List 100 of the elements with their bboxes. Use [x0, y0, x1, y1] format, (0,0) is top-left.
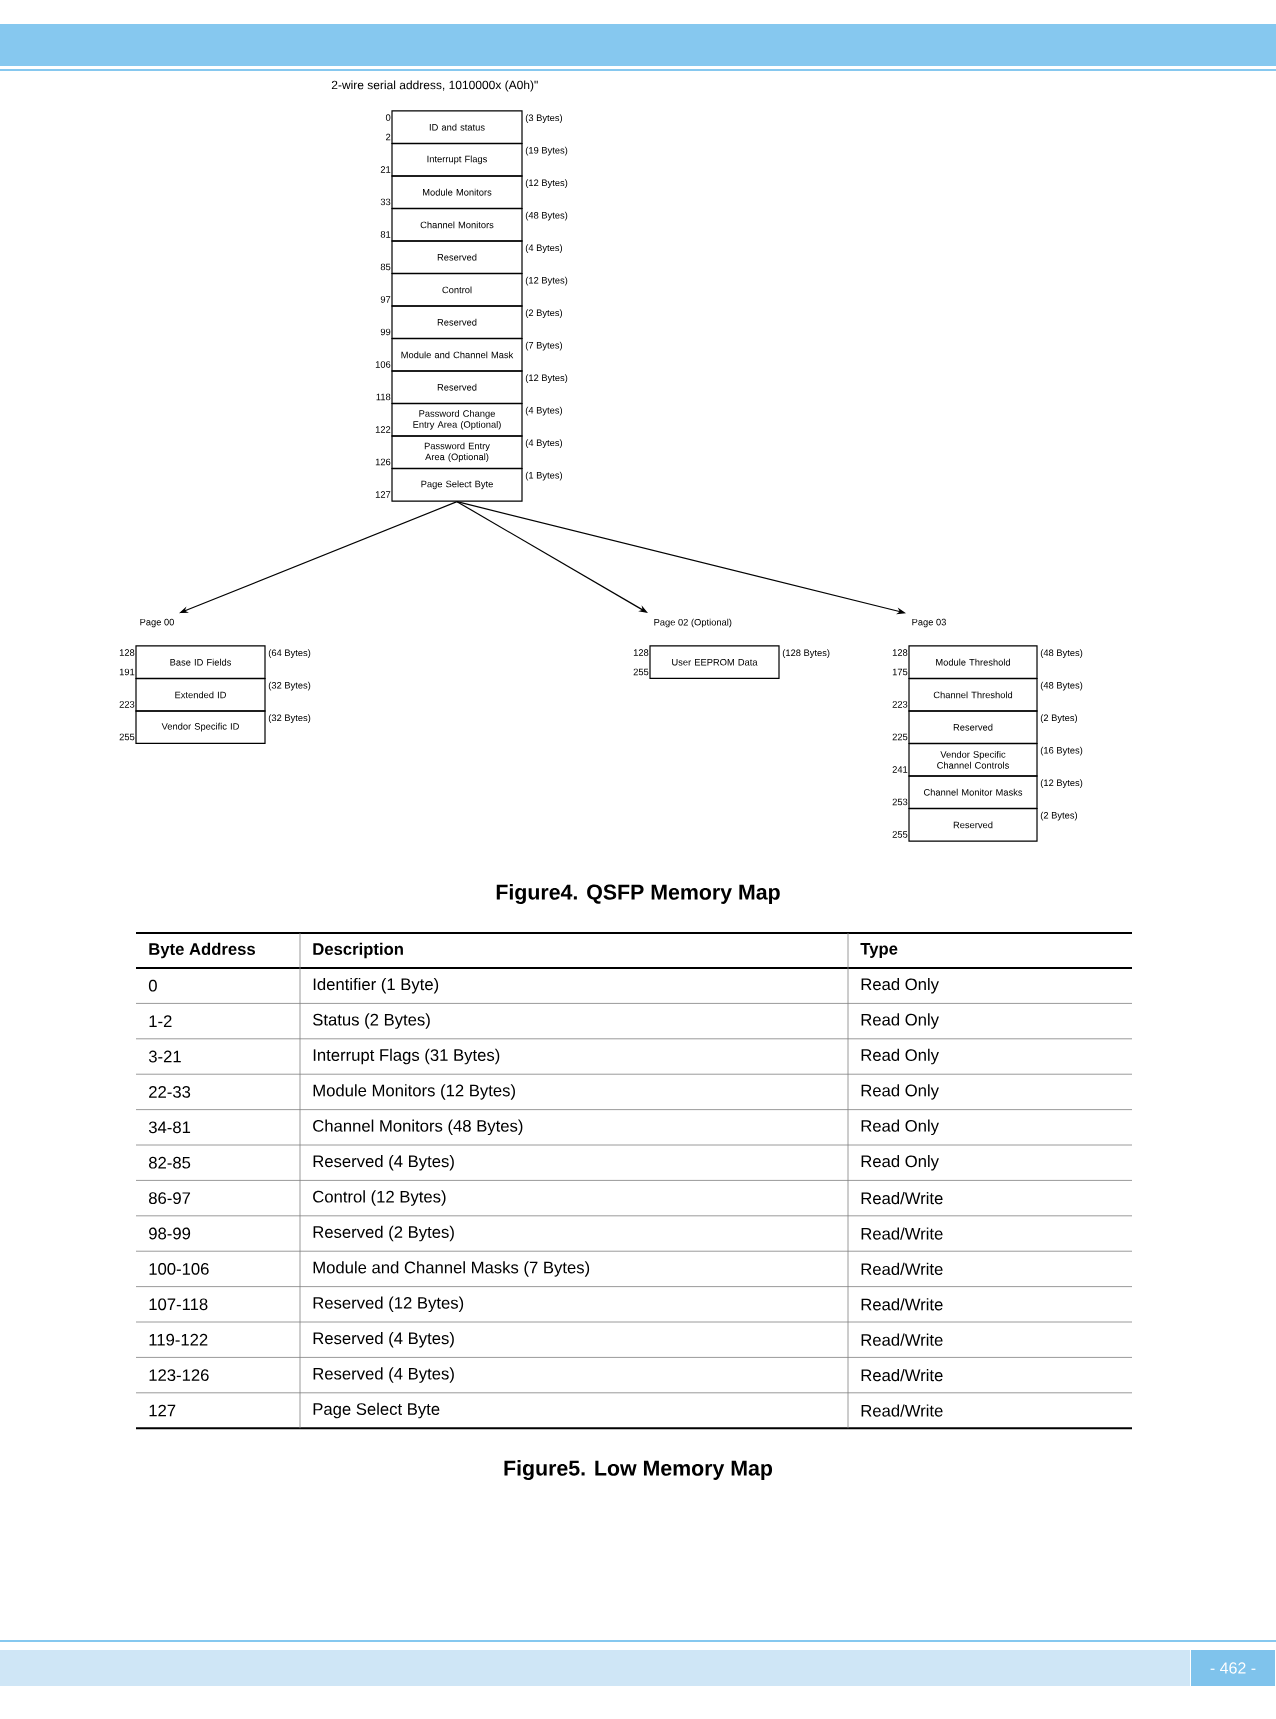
memory-cell: Reserved [391, 305, 523, 340]
table-cell-text: Read/Write [861, 1298, 943, 1311]
table-cell-text: Read/Write [861, 1369, 943, 1382]
byte-count: (48 Bytes) [525, 211, 568, 221]
address-number: 175 [892, 668, 908, 676]
byte-count: (32 Bytes) [268, 681, 311, 691]
byte-count: (12 Bytes) [525, 276, 568, 286]
address-number: 127 [375, 491, 391, 498]
table-cell-text: Reserved (12 Bytes) [313, 1296, 464, 1313]
table-cell-text: Channel Monitors (48 Bytes) [313, 1119, 523, 1136]
byte-count: (19 Bytes) [525, 146, 568, 156]
address-number: 255 [119, 733, 135, 741]
address-number: 126 [375, 458, 391, 466]
table-cell-text: Read/Write [861, 1404, 943, 1417]
byte-count: (48 Bytes) [1040, 649, 1083, 658]
table-cell-text: Read/Write [861, 1192, 943, 1205]
page-label: Page 03 [912, 618, 946, 628]
table-cell-text: Read Only [861, 1154, 939, 1171]
memory-cell: Password Entry Area (Optional) [391, 435, 523, 470]
address-number: 241 [892, 766, 908, 773]
memory-cell: Reserved [908, 710, 1038, 745]
address-number: 2 [386, 133, 391, 141]
memory-cell: Interrupt Flags [391, 142, 523, 177]
byte-count: (2 Bytes) [1040, 714, 1078, 723]
table-cell-text: Read Only [861, 977, 939, 994]
byte-count: (12 Bytes) [1040, 779, 1083, 788]
memory-cell: ID and status [391, 110, 523, 145]
diagram-title: 2-wire serial address, 1010000x (A0h)" [331, 80, 538, 92]
table-cell-text: Interrupt Flags (31 Bytes) [313, 1048, 500, 1065]
table-cell-text: 3-21 [148, 1050, 181, 1063]
address-number: 128 [892, 649, 908, 656]
memory-cell: Base ID Fields [135, 645, 266, 680]
table-header: Type [860, 943, 898, 958]
byte-count: (2 Bytes) [525, 309, 562, 318]
address-number: 255 [892, 831, 908, 838]
page-label: Page 02 (Optional) [654, 618, 732, 628]
address-number: 225 [892, 733, 908, 741]
address-number: 0 [385, 114, 391, 121]
table-cell-text: Control (12 Bytes) [313, 1190, 446, 1206]
table-cell-text: Read/Write [861, 1227, 943, 1240]
byte-count: (2 Bytes) [1040, 811, 1078, 821]
table-cell-text: 1-2 [149, 1015, 172, 1027]
address-number: 255 [633, 668, 649, 676]
table-cell-text: Read/Write [861, 1262, 943, 1276]
table-cell-text: 100-106 [149, 1263, 209, 1275]
table-cell-text: Read/Write [861, 1333, 943, 1346]
table-cell-text: 82-85 [149, 1156, 191, 1169]
address-number: 33 [380, 198, 391, 206]
address-number: 223 [892, 701, 908, 708]
address-number: 106 [375, 361, 391, 368]
memory-cell: Channel Monitor Masks [908, 775, 1038, 810]
table-cell-text: Read Only [861, 1084, 939, 1100]
byte-count: (128 Bytes) [782, 649, 830, 658]
table-cell-text: Page Select Byte [313, 1402, 440, 1419]
memory-cell: Channel Threshold [908, 677, 1038, 712]
table-cell-text: Read Only [861, 1048, 939, 1065]
memory-cell: Reserved [391, 370, 523, 405]
address-number: 81 [380, 231, 391, 238]
table-cell-text: 34-81 [148, 1121, 191, 1134]
byte-count: (48 Bytes) [1040, 681, 1083, 691]
byte-count: (4 Bytes) [525, 439, 562, 448]
table-cell-text: Module Monitors (12 Bytes) [313, 1084, 515, 1100]
page-label: Page 00 [140, 618, 174, 628]
table-cell-text: 107-118 [149, 1298, 208, 1311]
address-number: 128 [633, 649, 649, 656]
table-cell-text: Read Only [861, 1013, 939, 1029]
figure-caption: Figure5. Low Memory Map [504, 1460, 773, 1480]
memory-cell: Vendor Specific Channel Controls [908, 742, 1038, 777]
table-cell-text: Module and Channel Masks (7 Bytes) [313, 1261, 590, 1277]
byte-count: (12 Bytes) [525, 374, 568, 383]
byte-count: (32 Bytes) [268, 714, 311, 723]
byte-count: (1 Bytes) [525, 471, 562, 481]
table-header: Byte Address [149, 942, 255, 959]
page-number: - 462 - [1191, 1650, 1275, 1686]
byte-count: (4 Bytes) [525, 244, 562, 253]
memory-cell: Reserved [908, 807, 1038, 842]
address-number: 223 [119, 701, 135, 708]
address-number: 122 [375, 426, 391, 433]
memory-cell: Control [391, 272, 523, 307]
byte-count: (7 Bytes) [525, 341, 562, 351]
table-cell-text: 119-122 [149, 1333, 208, 1346]
memory-cell: Module Monitors [391, 175, 523, 210]
address-number: 85 [380, 263, 391, 271]
address-number: 253 [892, 798, 908, 806]
memory-cell: Page Select Byte [391, 467, 523, 502]
address-number: 99 [380, 328, 391, 336]
table-cell-text: 98-99 [149, 1227, 191, 1240]
table-cell-text: Reserved (2 Bytes) [313, 1225, 454, 1242]
table-cell-text: Read Only [861, 1119, 939, 1136]
address-number: 97 [380, 296, 391, 303]
table-cell-text: 0 [148, 979, 157, 992]
table-cell-text: 22-33 [149, 1086, 191, 1098]
table-cell-text: Reserved (4 Bytes) [313, 1154, 454, 1171]
byte-count: (3 Bytes) [525, 114, 562, 123]
memory-cell: Reserved [391, 240, 523, 275]
address-number: 128 [119, 649, 135, 656]
table-cell-text: 86-97 [149, 1192, 191, 1204]
byte-count: (64 Bytes) [268, 649, 311, 658]
address-number: 118 [376, 393, 391, 401]
address-number: 191 [119, 668, 135, 676]
